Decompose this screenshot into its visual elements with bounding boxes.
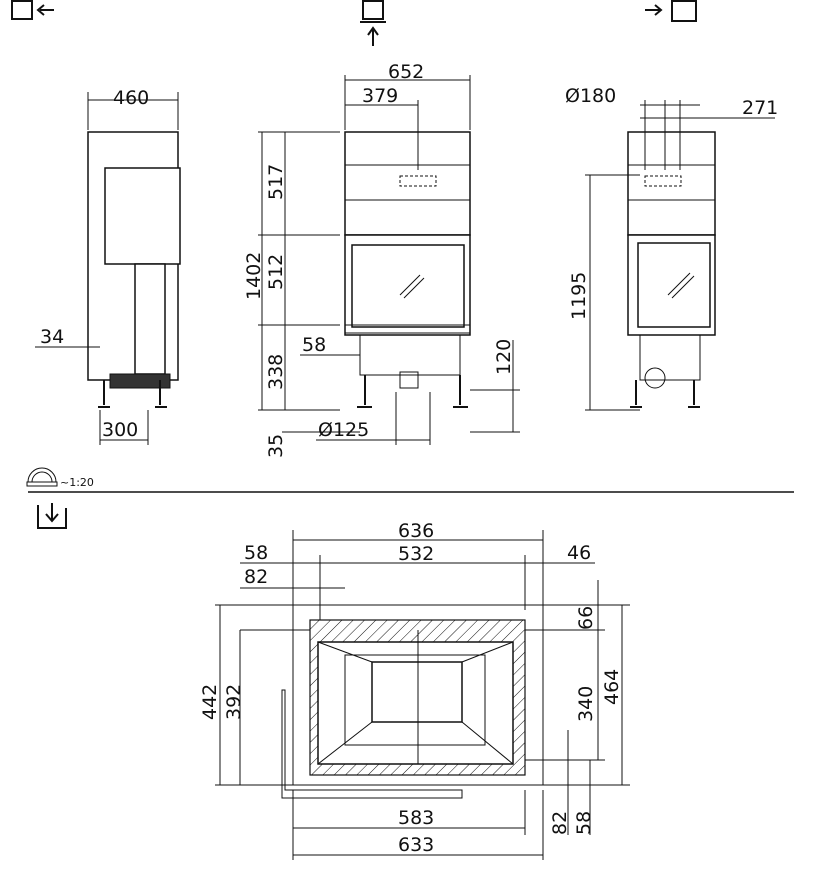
dim-air-inlet-diameter: Ø125 — [318, 419, 369, 441]
dim-plan-bottom-width: 583 — [398, 807, 434, 829]
dim-plan-bottom-offset-1: 82 — [549, 811, 571, 835]
dim-plan-depth-outer: 442 — [199, 684, 221, 720]
dim-plan-depth-total: 464 — [601, 669, 623, 705]
dim-flue-offset: 379 — [362, 85, 398, 107]
dim-top-section: 517 — [265, 164, 287, 200]
dim-plan-depth-right: 340 — [575, 686, 597, 722]
dim-flue-diameter: Ø180 — [565, 85, 616, 107]
dim-plan-bottom-total: 633 — [398, 834, 434, 856]
dim-side-width: 460 — [113, 87, 149, 109]
dim-side-depth: 300 — [102, 419, 138, 441]
front-view: 652 379 1402 517 512 338 35 58 120 Ø125 — [243, 61, 520, 458]
scale-label: ~1:20 — [60, 476, 94, 489]
view-from-top-icon — [37, 503, 67, 529]
dim-side-offset: 34 — [40, 326, 64, 348]
dim-front-width: 652 — [388, 61, 424, 83]
dim-glass-height: 512 — [265, 254, 287, 290]
view-from-left-icon — [11, 0, 54, 20]
dim-legs-height: 35 — [265, 434, 287, 458]
plan-view: 636 532 58 82 46 442 392 66 340 464 583 … — [199, 520, 630, 860]
dim-total-height: 1402 — [243, 252, 265, 300]
dim-plan-top-offset: 66 — [575, 606, 597, 630]
dim-air-inlet-height: 120 — [493, 339, 515, 375]
dim-flue-depth: 271 — [742, 97, 778, 119]
dim-plan-left-offset: 58 — [244, 542, 268, 564]
dim-front-side: 58 — [302, 334, 326, 356]
dim-plan-width-outer: 636 — [398, 520, 434, 542]
scale-indicator: ~1:20 — [26, 467, 94, 489]
dim-plan-left-offset-2: 82 — [244, 566, 268, 588]
left-side-view: 460 34 300 — [35, 87, 181, 445]
dim-base-height: 338 — [265, 354, 287, 390]
dim-flue-height: 1195 — [568, 272, 590, 320]
view-from-right-icon — [645, 0, 697, 22]
dim-plan-right-offset: 46 — [567, 542, 591, 564]
right-side-view: Ø180 271 1195 — [565, 85, 778, 411]
dim-plan-bottom-offset-2: 58 — [573, 811, 595, 835]
dim-plan-depth-inner: 392 — [223, 684, 245, 720]
dim-plan-width-inner: 532 — [398, 543, 434, 565]
view-from-front-icon — [360, 0, 386, 46]
